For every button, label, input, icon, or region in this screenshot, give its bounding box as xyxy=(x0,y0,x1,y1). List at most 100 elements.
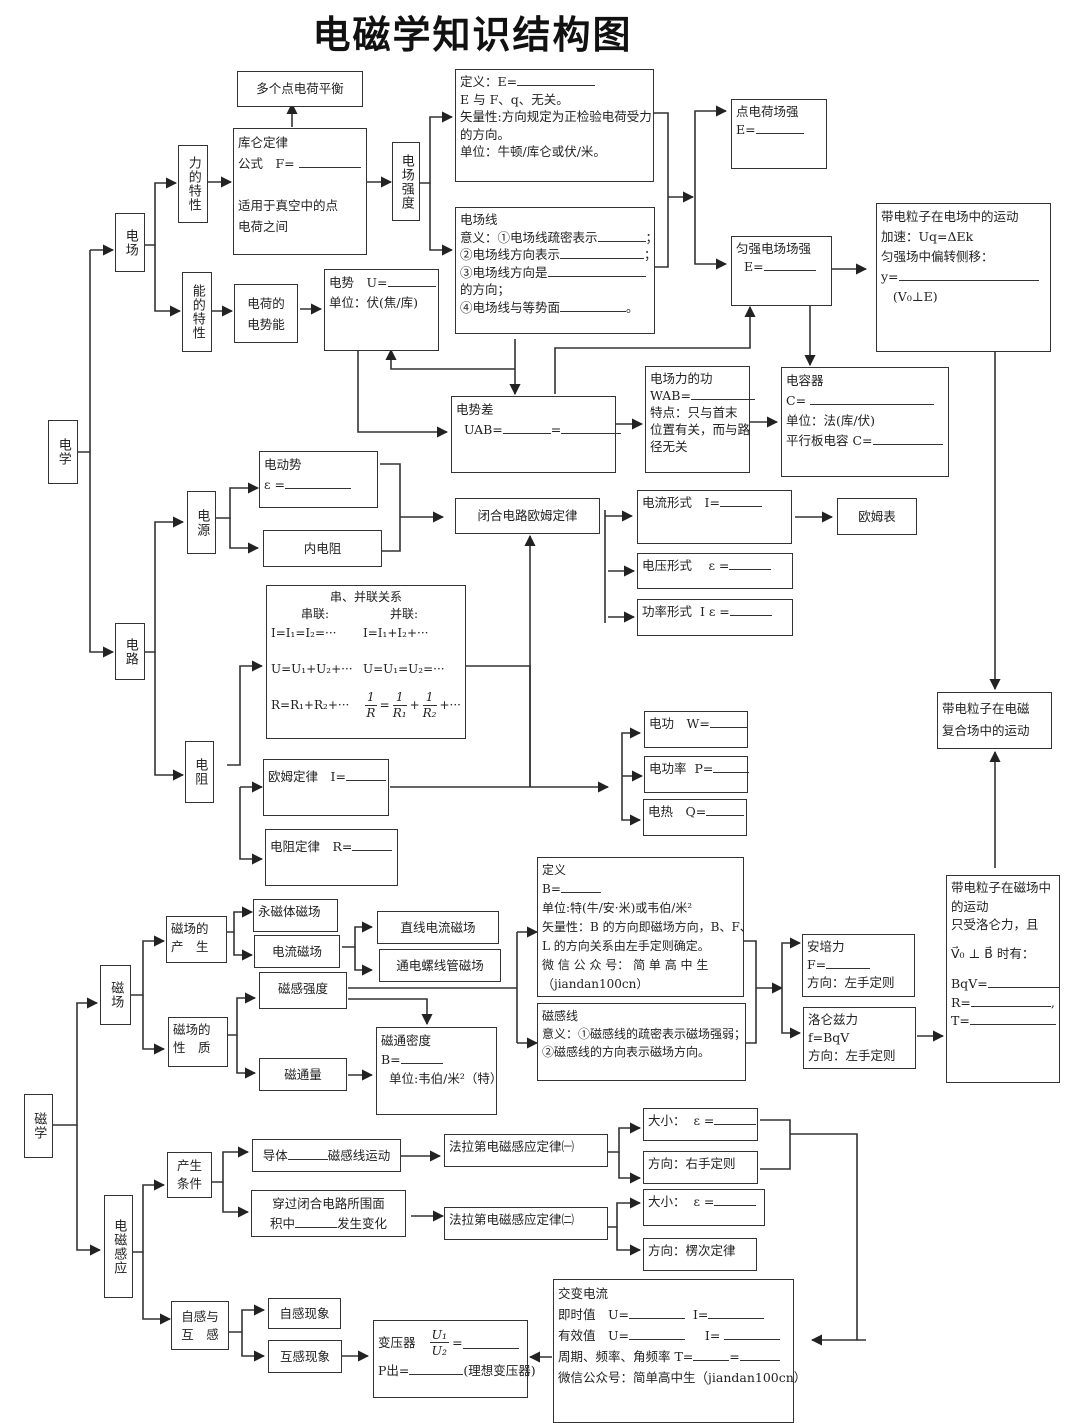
node-label: 电阻 xyxy=(192,758,208,786)
box-title: 的运动 xyxy=(951,898,989,914)
box-text: 带电粒子在电磁 xyxy=(942,701,1030,716)
box-e-definition: 定义：E= E 与 F、q、无关。 矢量性:方向规定为正检验电荷受力 的方向。 … xyxy=(455,69,654,182)
series-formula: I=I₁=I₂=··· xyxy=(271,626,337,640)
box-alternating-current: 交变电流 即时值 U= I= 有效值 U= I= 周期、频率、角频率 T== 微… xyxy=(553,1279,807,1423)
formula: B= xyxy=(542,880,739,899)
box-coulomb-law: 库仑定律 公式 F= 适用于真空中的点 电荷之间 xyxy=(233,128,367,255)
box-magnetic-intensity: 磁感强度 xyxy=(259,972,347,1009)
instantaneous-value: 即时值 U= I= xyxy=(558,1304,789,1325)
box-text: 互感现象 xyxy=(279,1348,330,1364)
output-power: P出=(理想变压器) xyxy=(378,1363,536,1378)
formula: 电压形式 ε = xyxy=(642,557,788,575)
node-label: 电场强度 xyxy=(398,153,414,210)
box-text: 电势能 xyxy=(247,316,285,332)
box-text: 内电阻 xyxy=(303,540,342,556)
box-self-induction: 自感现象 xyxy=(268,1298,341,1329)
box-ampere-force: 安培力 F= 方向：左手定则 xyxy=(802,934,915,997)
box-permanent-magnet-field: 永磁体磁场 xyxy=(253,899,338,932)
node-em-induction: 电磁感应 xyxy=(104,1195,133,1298)
box-text: 闭合电路欧姆定律 xyxy=(477,508,578,524)
box-particle-in-b-field: 带电粒子在磁场中 的运动 只受洛仑力，且 V⃗₀ ⊥ B⃗ 时有： BqV= R… xyxy=(946,875,1060,1083)
box-title: 磁感线 xyxy=(542,1009,579,1023)
formula: UAB== xyxy=(456,420,622,440)
box-text: 条件 xyxy=(176,1176,202,1191)
box-current-form: 电流形式 I= xyxy=(637,490,792,544)
potential-formula: 电势 U= xyxy=(329,273,436,293)
formula: E= xyxy=(736,121,822,139)
formula: E= xyxy=(736,258,827,276)
box-text: 导体磁感线运动 xyxy=(262,1147,391,1163)
series-label: 串联: xyxy=(300,607,330,621)
formula: 电功率 P= xyxy=(649,760,750,778)
node-power-source: 电源 xyxy=(187,491,216,554)
coulomb-title: 库仑定律 xyxy=(238,135,289,150)
box-potential: 电势 U= 单位：伏(焦/库) xyxy=(324,269,439,351)
box-ohmmeter: 欧姆表 xyxy=(837,498,917,535)
box-solenoid-field: 通电螺线管磁场 xyxy=(379,949,501,982)
formula: B= xyxy=(381,1050,492,1069)
box-text: 磁感强度 xyxy=(277,981,328,996)
box-magnitude-1: 大小： ε = xyxy=(643,1108,758,1141)
coulomb-formula: 公式 F= xyxy=(238,153,362,174)
parallel-plate: 平行板电容 C= xyxy=(786,431,944,451)
box-b-definition: 定义 B= 单位:特(牛/安·米)或韦伯/米² 矢量性：B 的方向即磁场方向，B… xyxy=(537,857,752,997)
box-title: 串、并联关系 xyxy=(329,590,402,604)
node-field-strength: 电场强度 xyxy=(392,142,420,221)
effective-value: 有效值 U= I= xyxy=(558,1325,789,1346)
page-title: 电磁学知识结构图 xyxy=(312,13,633,57)
blank xyxy=(517,73,596,86)
field-lines-line: 意义：①电场线疏密表示； xyxy=(460,229,659,245)
box-current-magnetic-field: 电流磁场 xyxy=(254,935,340,968)
formula: 大小： ε = xyxy=(648,1112,757,1130)
box-title: 洛仑兹力 xyxy=(808,1012,859,1027)
field-lines-line: ④电场线与等势面。 xyxy=(460,299,639,315)
plus: + xyxy=(409,697,420,712)
field-lines-line: ②电场线方向表示； xyxy=(460,247,657,262)
node-energy-property: 能的特性 xyxy=(182,272,212,352)
formula: T= xyxy=(951,1012,1056,1031)
box-title: 交变电流 xyxy=(558,1286,609,1301)
wechat-note: 微信公众号：简单高中生（jiandan100cn） xyxy=(558,1370,807,1385)
box-multi-charge-balance: 多个点电荷平衡 xyxy=(237,71,363,107)
box-title: 点电荷场强 xyxy=(736,104,799,119)
node-label: 电磁感应 xyxy=(111,1218,127,1275)
node-label: 磁场 xyxy=(108,981,124,1009)
node-resistance: 电阻 xyxy=(185,741,214,803)
capacitor-unit: 单位：法(库/伏) xyxy=(786,413,875,428)
box-direction-1: 方向：右手定则 xyxy=(643,1151,758,1184)
box-uniform-field: 匀强电场场强 E= xyxy=(731,236,832,306)
formula: 大小： ε = xyxy=(648,1193,760,1211)
box-text: 通电螺线管磁场 xyxy=(396,957,484,973)
box-text: 欧姆表 xyxy=(858,508,896,524)
root-label: 电学 xyxy=(55,438,71,466)
box-text: 产生 xyxy=(176,1158,202,1173)
node-electric-field: 电场 xyxy=(115,213,145,272)
direction-rule: 方向：左手定则 xyxy=(808,1048,896,1063)
work-note: 特点：只与首末 xyxy=(650,405,738,420)
box-text: 电流磁场 xyxy=(271,943,322,959)
box-closed-circuit-ohm: 闭合电路欧姆定律 xyxy=(455,498,600,534)
formula: f=BqV xyxy=(808,1030,850,1045)
box-title: 安培力 xyxy=(807,939,845,954)
formula-row: U=U₁+U₂+··· U=U₁=U₂=··· xyxy=(271,660,461,678)
box-text: 直线电流磁场 xyxy=(400,919,476,935)
box-electric-heat: 电热 Q= xyxy=(643,799,747,836)
accel-formula: 加速：Uq=ΔEk xyxy=(881,229,974,244)
box-text: 多个点电荷平衡 xyxy=(256,81,344,97)
box-b-lines: 磁感线 意义：①磁感线的疏密表示磁场强弱； ②磁感线的方向表示磁场方向。 xyxy=(537,1003,746,1081)
box-voltage-form: 电压形式 ε = xyxy=(637,553,793,589)
coulomb-scope-2: 电荷之间 xyxy=(238,219,289,234)
formula: 电流形式 I= xyxy=(642,494,787,512)
box-text: 积中发生变化 xyxy=(269,1215,388,1231)
coulomb-scope: 适用于真空中的点 xyxy=(238,198,339,213)
condition: 只受洛仑力，且 xyxy=(951,917,1039,932)
box-electric-work: 电功 W= xyxy=(644,711,748,748)
series-formula: R=R₁+R₂+··· xyxy=(271,697,350,712)
e-def-line: 定义：E= xyxy=(460,73,649,91)
box-title: 定义 xyxy=(542,863,567,877)
formula: 电阻定律 R= xyxy=(270,838,393,856)
node-magnetic-field: 磁场 xyxy=(100,965,131,1025)
